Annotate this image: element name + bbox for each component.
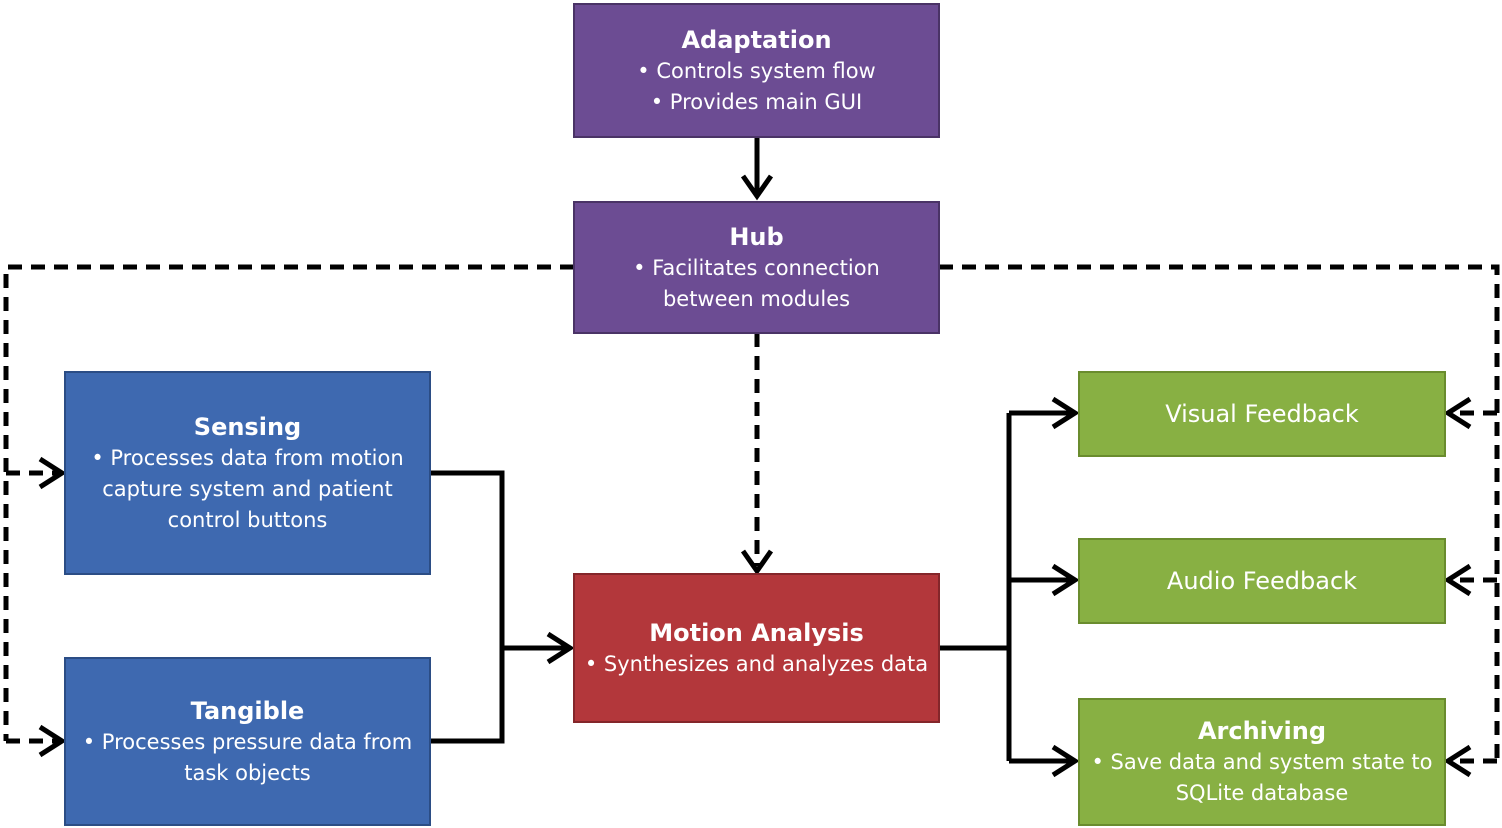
arrowhead-hub bbox=[740, 174, 774, 201]
motion-analysis-module: Motion Analysis • Synthesizes and analyz… bbox=[573, 573, 940, 723]
archiving-title: Archiving bbox=[1197, 717, 1327, 745]
motion-analysis-line-1: • Synthesizes and analyzes data bbox=[584, 651, 929, 676]
adaptation-line-1: • Controls system flow bbox=[637, 58, 876, 83]
sensing-line-2: capture system and patient bbox=[102, 476, 393, 501]
arrowhead-dashed-visual-feedback bbox=[1443, 396, 1472, 430]
adaptation-title: Adaptation bbox=[681, 25, 832, 54]
tangible-title: Tangible bbox=[190, 696, 305, 725]
hub-title: Hub bbox=[729, 222, 784, 251]
arrowhead-dashed-sensing bbox=[38, 456, 67, 490]
arrowhead-archiving bbox=[1051, 744, 1080, 778]
hub-module: Hub • Facilitates connection between mod… bbox=[573, 201, 940, 334]
visual-feedback-title: Visual Feedback bbox=[1165, 400, 1359, 428]
hub-line-2: between modules bbox=[662, 286, 851, 311]
motion-analysis-title: Motion Analysis bbox=[649, 618, 864, 647]
hub-line-1: • Facilitates connection bbox=[633, 255, 880, 280]
connector-sensing-merge bbox=[430, 470, 505, 744]
sensing-module: Sensing • Processes data from motion cap… bbox=[64, 371, 431, 575]
arrowhead-dashed-motion-analysis bbox=[740, 549, 774, 576]
tangible-line-1: • Processes pressure data from bbox=[82, 729, 413, 754]
arrowhead-dashed-audio-feedback bbox=[1443, 563, 1472, 597]
sensing-line-1: • Processes data from motion bbox=[91, 445, 404, 470]
arrowhead-dashed-archiving bbox=[1443, 744, 1472, 778]
audio-feedback-module: Audio Feedback bbox=[1078, 538, 1446, 624]
sensing-line-3: control buttons bbox=[167, 507, 328, 532]
arrowhead-dashed-tangible bbox=[38, 724, 67, 758]
arrowhead-motion-analysis bbox=[546, 631, 575, 665]
archiving-line-2: SQLite database bbox=[1175, 781, 1349, 805]
arrowhead-visual-feedback bbox=[1051, 396, 1080, 430]
arrowhead-audio-feedback bbox=[1051, 563, 1080, 597]
archiving-line-1: • Save data and system state to bbox=[1091, 750, 1433, 774]
dashed-hub-right-bus bbox=[939, 264, 1500, 761]
sensing-title: Sensing bbox=[193, 412, 302, 441]
tangible-module: Tangible • Processes pressure data from … bbox=[64, 657, 431, 826]
archiving-module: Archiving • Save data and system state t… bbox=[1078, 698, 1446, 826]
visual-feedback-module: Visual Feedback bbox=[1078, 371, 1446, 457]
adaptation-line-2: • Provides main GUI bbox=[650, 89, 863, 114]
dashed-hub-left-bus bbox=[3, 264, 574, 741]
tangible-line-2: task objects bbox=[184, 760, 311, 785]
audio-feedback-title: Audio Feedback bbox=[1166, 567, 1358, 595]
adaptation-module: Adaptation • Controls system flow • Prov… bbox=[573, 3, 940, 138]
